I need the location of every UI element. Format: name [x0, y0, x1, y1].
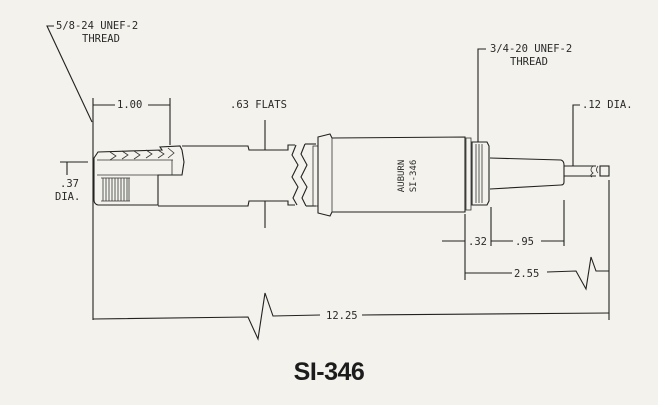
dim-thread-width-value: .32	[468, 236, 487, 248]
hatching	[109, 147, 175, 161]
shell-threads	[101, 177, 130, 202]
coupling-shell	[93, 145, 185, 206]
left-thread-callout: 5/8-24 UNEF-2 THREAD	[46, 20, 138, 123]
hex-body: .63 FLATS	[158, 99, 295, 228]
dim-overall: 12.25	[92, 292, 610, 341]
flats-label: .63 FLATS	[230, 99, 287, 111]
right-thread-label-line2: THREAD	[510, 56, 548, 68]
mounting-thread: 3/4-20 UNEF-2 THREAD	[465, 43, 572, 211]
dim-overall-value: 12.25	[326, 310, 358, 322]
part-number-title: SI-346	[293, 358, 365, 386]
dim-shell-length: 1.00	[92, 98, 171, 320]
dim-shell-length-value: 1.00	[117, 99, 142, 111]
left-dia-value: .37	[60, 178, 79, 190]
insulator-tip: .12 DIA.	[489, 99, 633, 190]
dim-thread-insulator: .32 .95	[442, 200, 565, 280]
right-thread-label-line1: 3/4-20 UNEF-2	[490, 43, 572, 55]
break-symbol	[291, 143, 316, 207]
left-dia-callout: .37 DIA.	[55, 161, 88, 203]
dim-tip-section: 2.55	[465, 180, 610, 320]
left-thread-label-line1: 5/8-24 UNEF-2	[56, 20, 138, 32]
left-thread-label-line2: THREAD	[82, 33, 120, 45]
body-marking-line1: AUBURN	[397, 160, 407, 193]
body-marking-line2: SI-346	[409, 160, 419, 193]
left-dia-label: DIA.	[55, 191, 80, 203]
dim-tip-section-value: 2.55	[514, 268, 539, 280]
main-barrel: AUBURN SI-346	[312, 133, 466, 217]
tip-dia-label: .12 DIA.	[582, 99, 633, 111]
dim-insulator-value: .95	[515, 236, 534, 248]
